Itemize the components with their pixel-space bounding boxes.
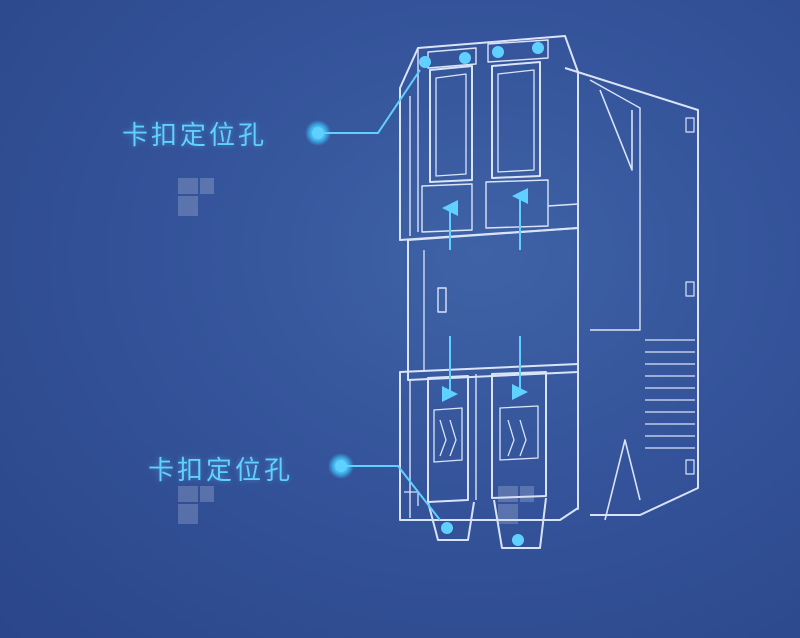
device-illustration [399, 35, 699, 549]
callout-top-leader [305, 69, 421, 146]
callout-label-top: 卡扣定位孔 [122, 121, 268, 151]
callout-label-bottom: 卡扣定位孔 [148, 456, 294, 486]
hole-top-left-a [419, 56, 431, 68]
hole-top-right-a [492, 46, 504, 58]
watermark-logo [178, 178, 534, 524]
positioning-holes [419, 42, 544, 546]
hole-bottom-left [441, 522, 453, 534]
guide-arrows [442, 188, 528, 402]
hole-top-right-b [532, 42, 544, 54]
callout-bottom-leader [328, 453, 441, 521]
hole-bottom-right [512, 534, 524, 546]
hole-top-left-b [459, 52, 471, 64]
